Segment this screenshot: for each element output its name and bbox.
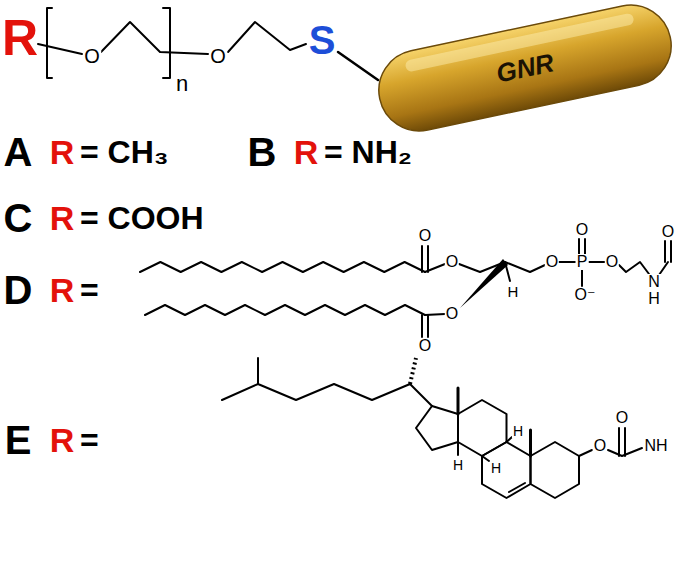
panel-letter: B: [248, 132, 277, 172]
r-group-symbol: R: [50, 135, 75, 169]
atom-label: H: [512, 424, 524, 438]
nanorod-capsule: GNR: [370, 0, 681, 140]
group-formula: = COOH: [80, 202, 204, 234]
atom-label: O: [575, 222, 589, 238]
atom-label: H: [507, 284, 520, 299]
atom-label: H: [647, 291, 661, 307]
atom-label: H: [490, 461, 502, 475]
atom-label: O: [209, 46, 227, 66]
panel-letter: A: [4, 132, 33, 172]
atom-label: NH: [643, 438, 668, 454]
r-group-symbol: R: [50, 273, 75, 307]
group-formula: =: [80, 274, 99, 306]
atom-label: O: [445, 254, 459, 270]
panel-letter: E: [5, 420, 32, 460]
atom-label: N: [647, 274, 661, 290]
atom-label: P: [576, 254, 589, 270]
atom-label: O: [83, 46, 101, 66]
atom-label: O⁻: [574, 287, 597, 303]
group-formula: = NH₂: [324, 136, 412, 168]
r-group-symbol: R: [294, 135, 319, 169]
atom-label: H: [452, 458, 464, 472]
sulfur-symbol: S: [309, 20, 336, 60]
atom-label: O: [593, 438, 607, 454]
panel-letter: C: [4, 198, 33, 238]
atom-label: O: [418, 338, 432, 354]
atom-label: O: [545, 254, 559, 270]
atom-label: O: [445, 306, 459, 322]
group-formula: = CH₃: [80, 136, 169, 168]
r-group-symbol: R: [50, 201, 75, 235]
repeat-index: n: [175, 73, 189, 95]
atom-label: O: [605, 254, 619, 270]
group-formula: =: [80, 424, 99, 456]
panel-letter: D: [4, 270, 33, 310]
atom-label: O: [615, 410, 629, 426]
r-group-symbol: R: [2, 13, 38, 63]
atom-label: O: [661, 224, 675, 240]
atom-label: O: [418, 228, 432, 244]
r-group-symbol: R: [50, 423, 75, 457]
